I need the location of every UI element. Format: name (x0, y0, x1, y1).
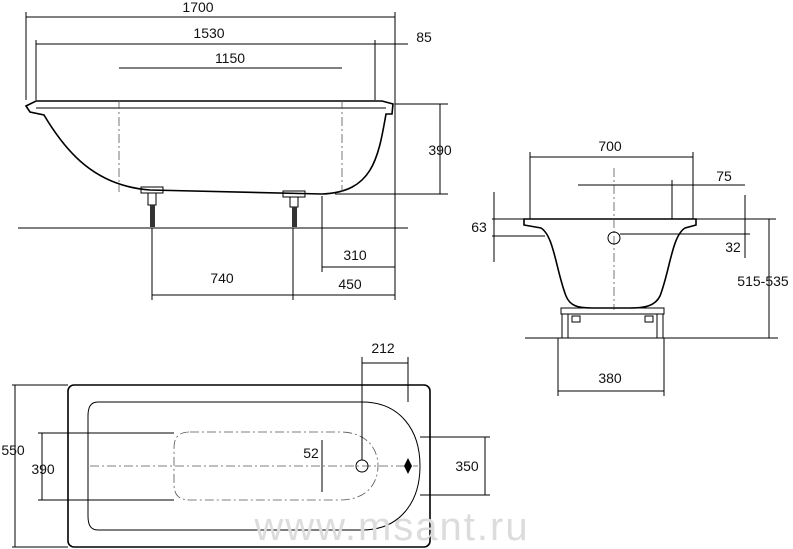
dim-1150: 1150 (215, 50, 245, 66)
dim-700: 700 (598, 138, 622, 154)
dim-310: 310 (343, 247, 367, 263)
top-outer-rim (67, 384, 431, 548)
side-tub-outline (24, 100, 394, 195)
dim-550: 550 (1, 442, 25, 458)
side-foot-right (282, 190, 306, 227)
dim-52: 52 (303, 445, 319, 461)
dim-63: 63 (471, 219, 487, 235)
dim-75: 75 (716, 168, 732, 184)
dim-390-side: 390 (428, 142, 452, 158)
side-view: 1700 1530 85 1150 390 310 740 450 (18, 0, 452, 300)
top-basin-floor (173, 431, 379, 501)
side-foot-left (140, 186, 164, 227)
top-view: 212 550 390 52 350 (1, 340, 490, 548)
dim-212: 212 (371, 340, 395, 356)
dim-32: 32 (725, 239, 741, 255)
dim-85: 85 (416, 29, 432, 45)
watermark: www.msant.ru (253, 505, 529, 549)
dim-390-top: 390 (31, 461, 55, 477)
dim-450: 450 (338, 276, 362, 292)
dim-740: 740 (210, 270, 234, 286)
dim-380: 380 (598, 370, 622, 386)
dim-350: 350 (455, 458, 479, 474)
front-drain-icon (607, 231, 621, 245)
front-stand (560, 307, 665, 339)
front-view: 700 75 63 32 515-535 380 (471, 138, 789, 396)
dim-515-535: 515-535 (737, 273, 789, 289)
dim-1530: 1530 (193, 25, 224, 41)
dim-1700: 1700 (182, 0, 213, 15)
top-inner-basin (87, 401, 421, 531)
top-overflow-icon (404, 458, 412, 474)
front-tub-outline (523, 218, 697, 309)
